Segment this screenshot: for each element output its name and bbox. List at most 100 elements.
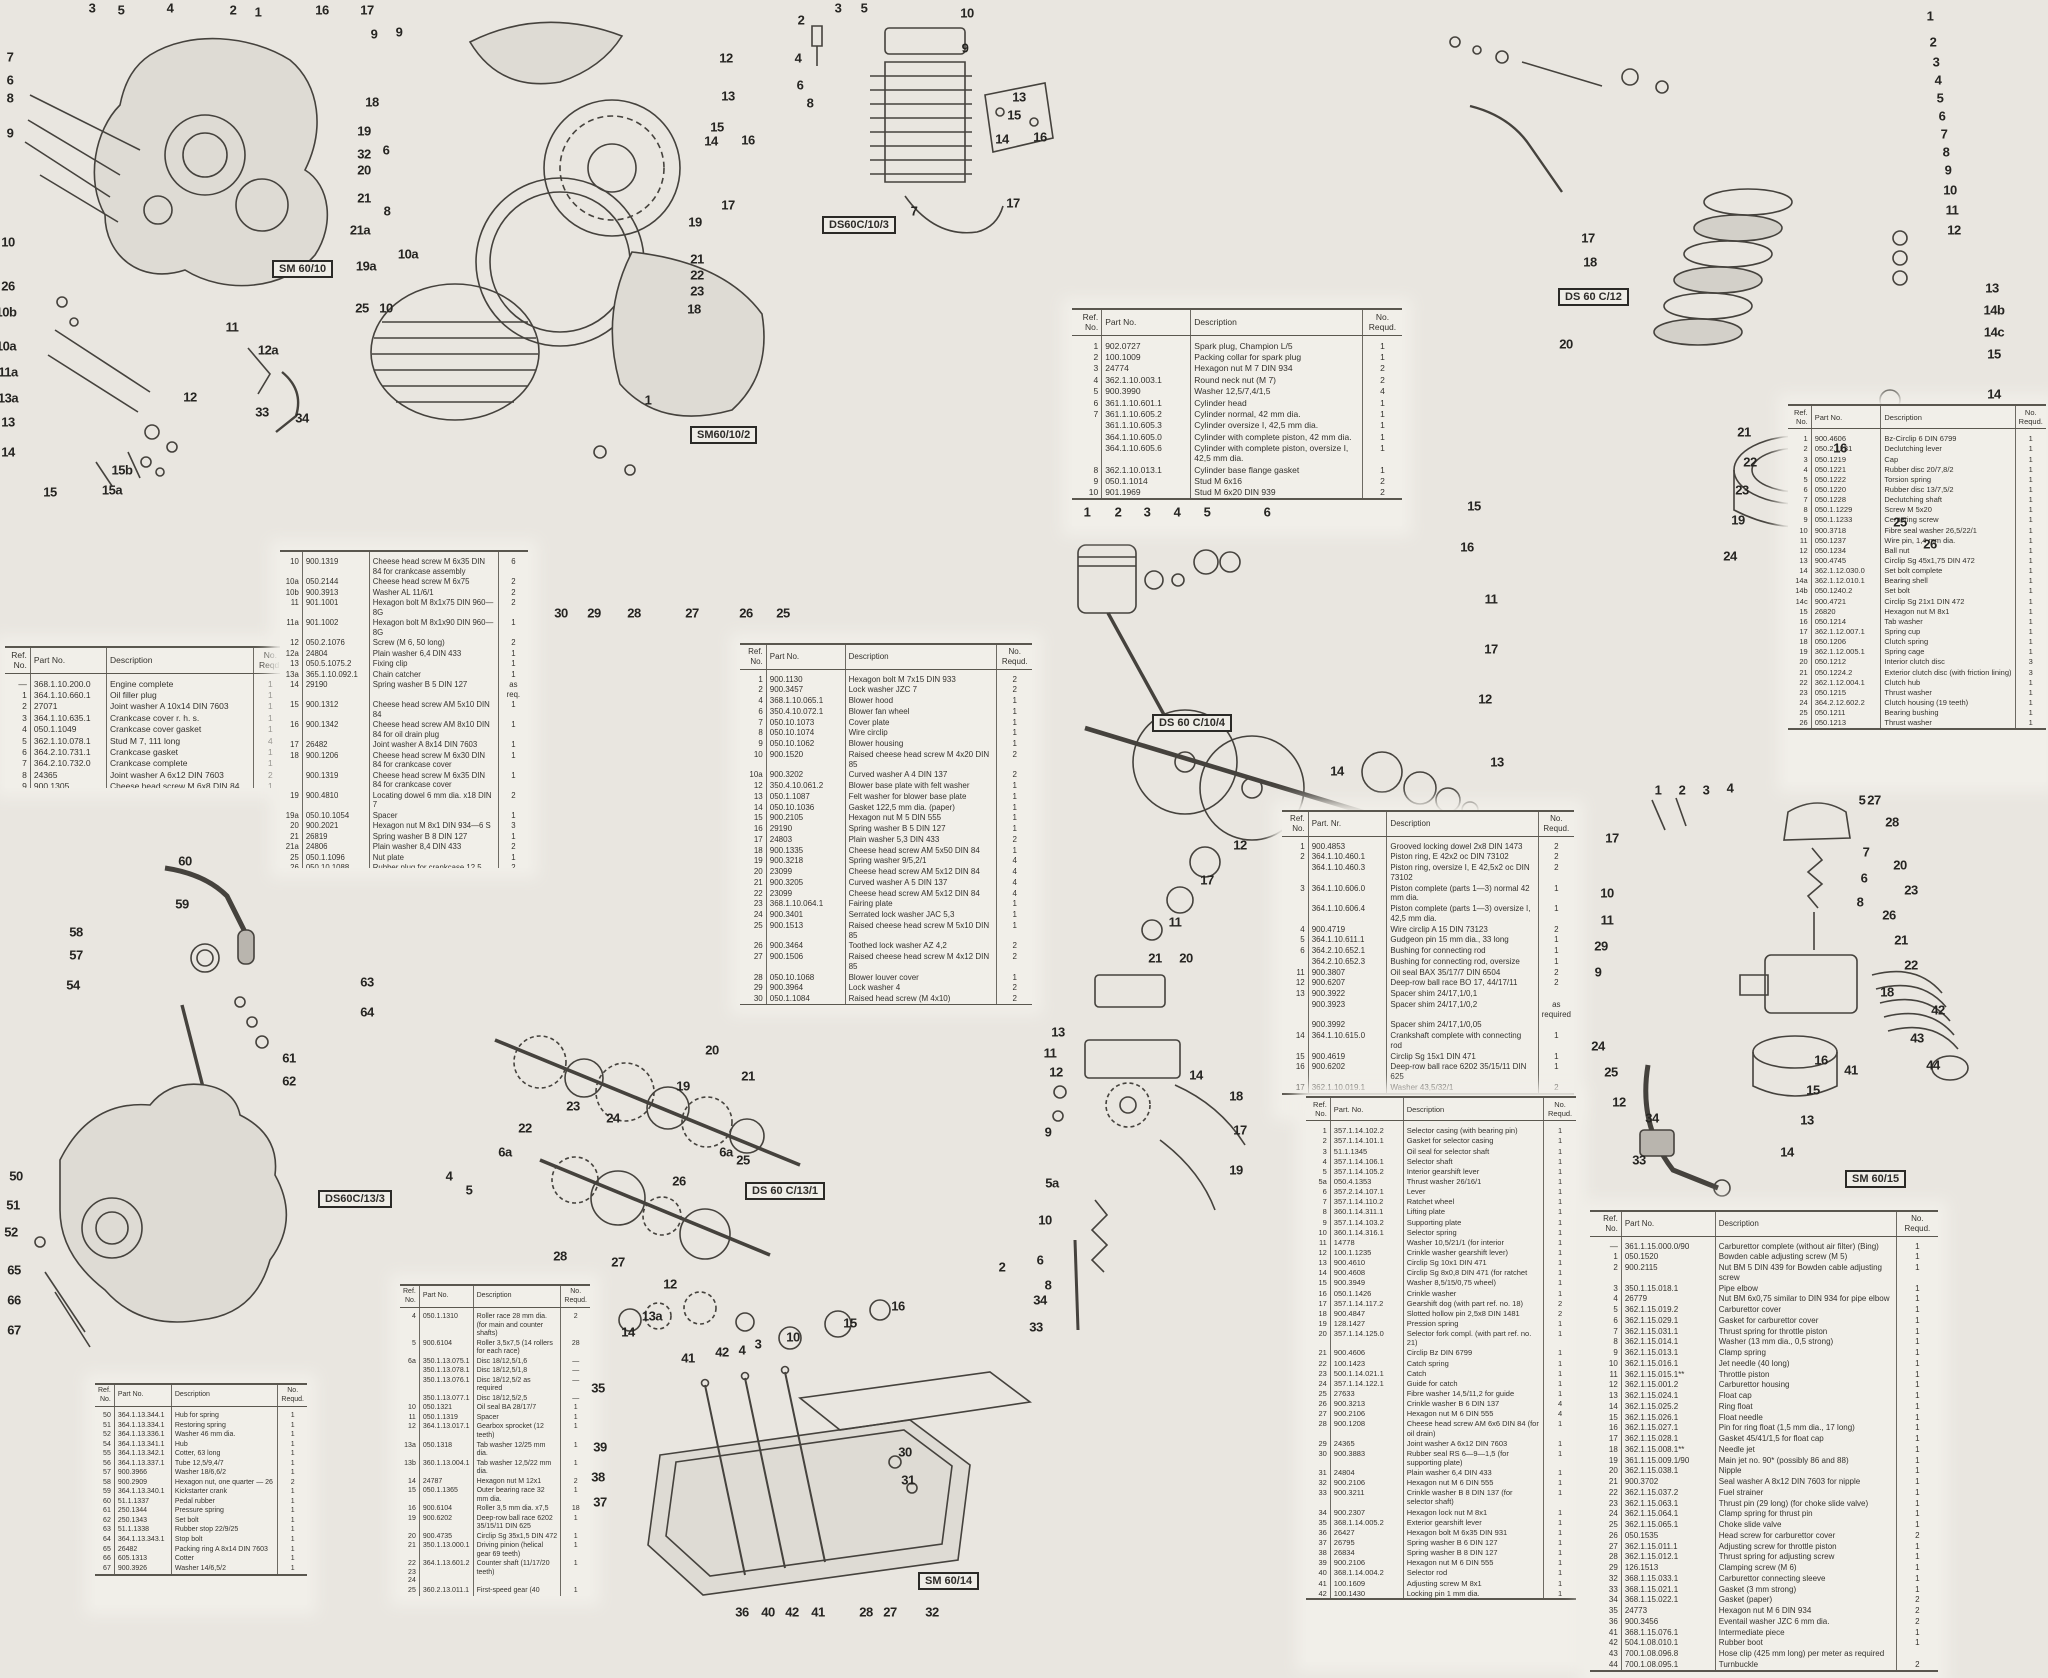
callout-number: 12a — [257, 342, 279, 358]
kickstarter-diagram — [35, 868, 286, 1347]
callout-number: 14 — [1987, 386, 2001, 402]
callout-number: 14 — [1189, 1067, 1203, 1083]
callout-number: 14b — [1983, 302, 2005, 318]
callout-number: 33 — [255, 404, 269, 420]
column-header: No. Requd. — [2014, 405, 2046, 430]
callout-number: 12 — [1478, 691, 1492, 707]
callout-number: 15 — [1467, 498, 1481, 514]
callout-number: 4 — [738, 1342, 746, 1358]
callout-number: 16 — [741, 132, 755, 148]
callout-number: 10 — [786, 1329, 800, 1345]
column-header: No. Requd. — [1361, 309, 1402, 336]
callout-number: 2 — [229, 2, 237, 18]
callout-number: 20 — [1559, 336, 1573, 352]
callout-number: 16 — [315, 2, 329, 18]
callout-number: 3 — [754, 1336, 762, 1352]
callout-number: 3 — [1932, 54, 1940, 70]
callout-number: 64 — [360, 1004, 374, 1020]
callout-number: 20 — [1179, 950, 1193, 966]
callout-number: 19 — [676, 1078, 690, 1094]
callout-number: 24 — [1723, 548, 1737, 564]
callout-number: 34 — [1033, 1292, 1047, 1308]
blower-diagram — [371, 22, 764, 475]
callout-number: 65 — [7, 1262, 21, 1278]
callout-number: 40 — [761, 1604, 775, 1620]
callout-number: 20 — [357, 162, 371, 178]
callout-number: 44 — [1926, 1057, 1940, 1073]
callout-number: 18 — [687, 301, 701, 317]
callout-number: 62 — [282, 1073, 296, 1089]
callout-number: 3 — [1702, 782, 1710, 798]
callout-number: 12 — [663, 1276, 677, 1292]
callout-number: 8 — [806, 95, 814, 111]
callout-number: 7 — [1940, 126, 1948, 142]
callout-number: 11 — [1945, 202, 1959, 218]
callout-number: 2 — [998, 1259, 1006, 1275]
callout-number: 16 — [1814, 1052, 1828, 1068]
column-header: No. Requd. — [1895, 1211, 1938, 1237]
diagram-label: SM60/10/2 — [690, 426, 758, 444]
column-header: Part No. — [29, 647, 107, 674]
callout-number: 6 — [6, 72, 14, 88]
callout-number: 8 — [1942, 144, 1950, 160]
callout-number: 19 — [688, 214, 702, 230]
callout-number: 14 — [995, 131, 1009, 147]
callout-number: 28 — [627, 605, 641, 621]
callout-number: 15 — [1007, 107, 1021, 123]
callout-number: 11 — [1484, 591, 1498, 607]
callout-number: 28 — [553, 1248, 567, 1264]
callout-number: 28 — [1885, 814, 1899, 830]
callout-number: 29 — [587, 605, 601, 621]
callout-number: 24 — [606, 1110, 620, 1126]
callout-number: 10 — [1, 234, 15, 250]
